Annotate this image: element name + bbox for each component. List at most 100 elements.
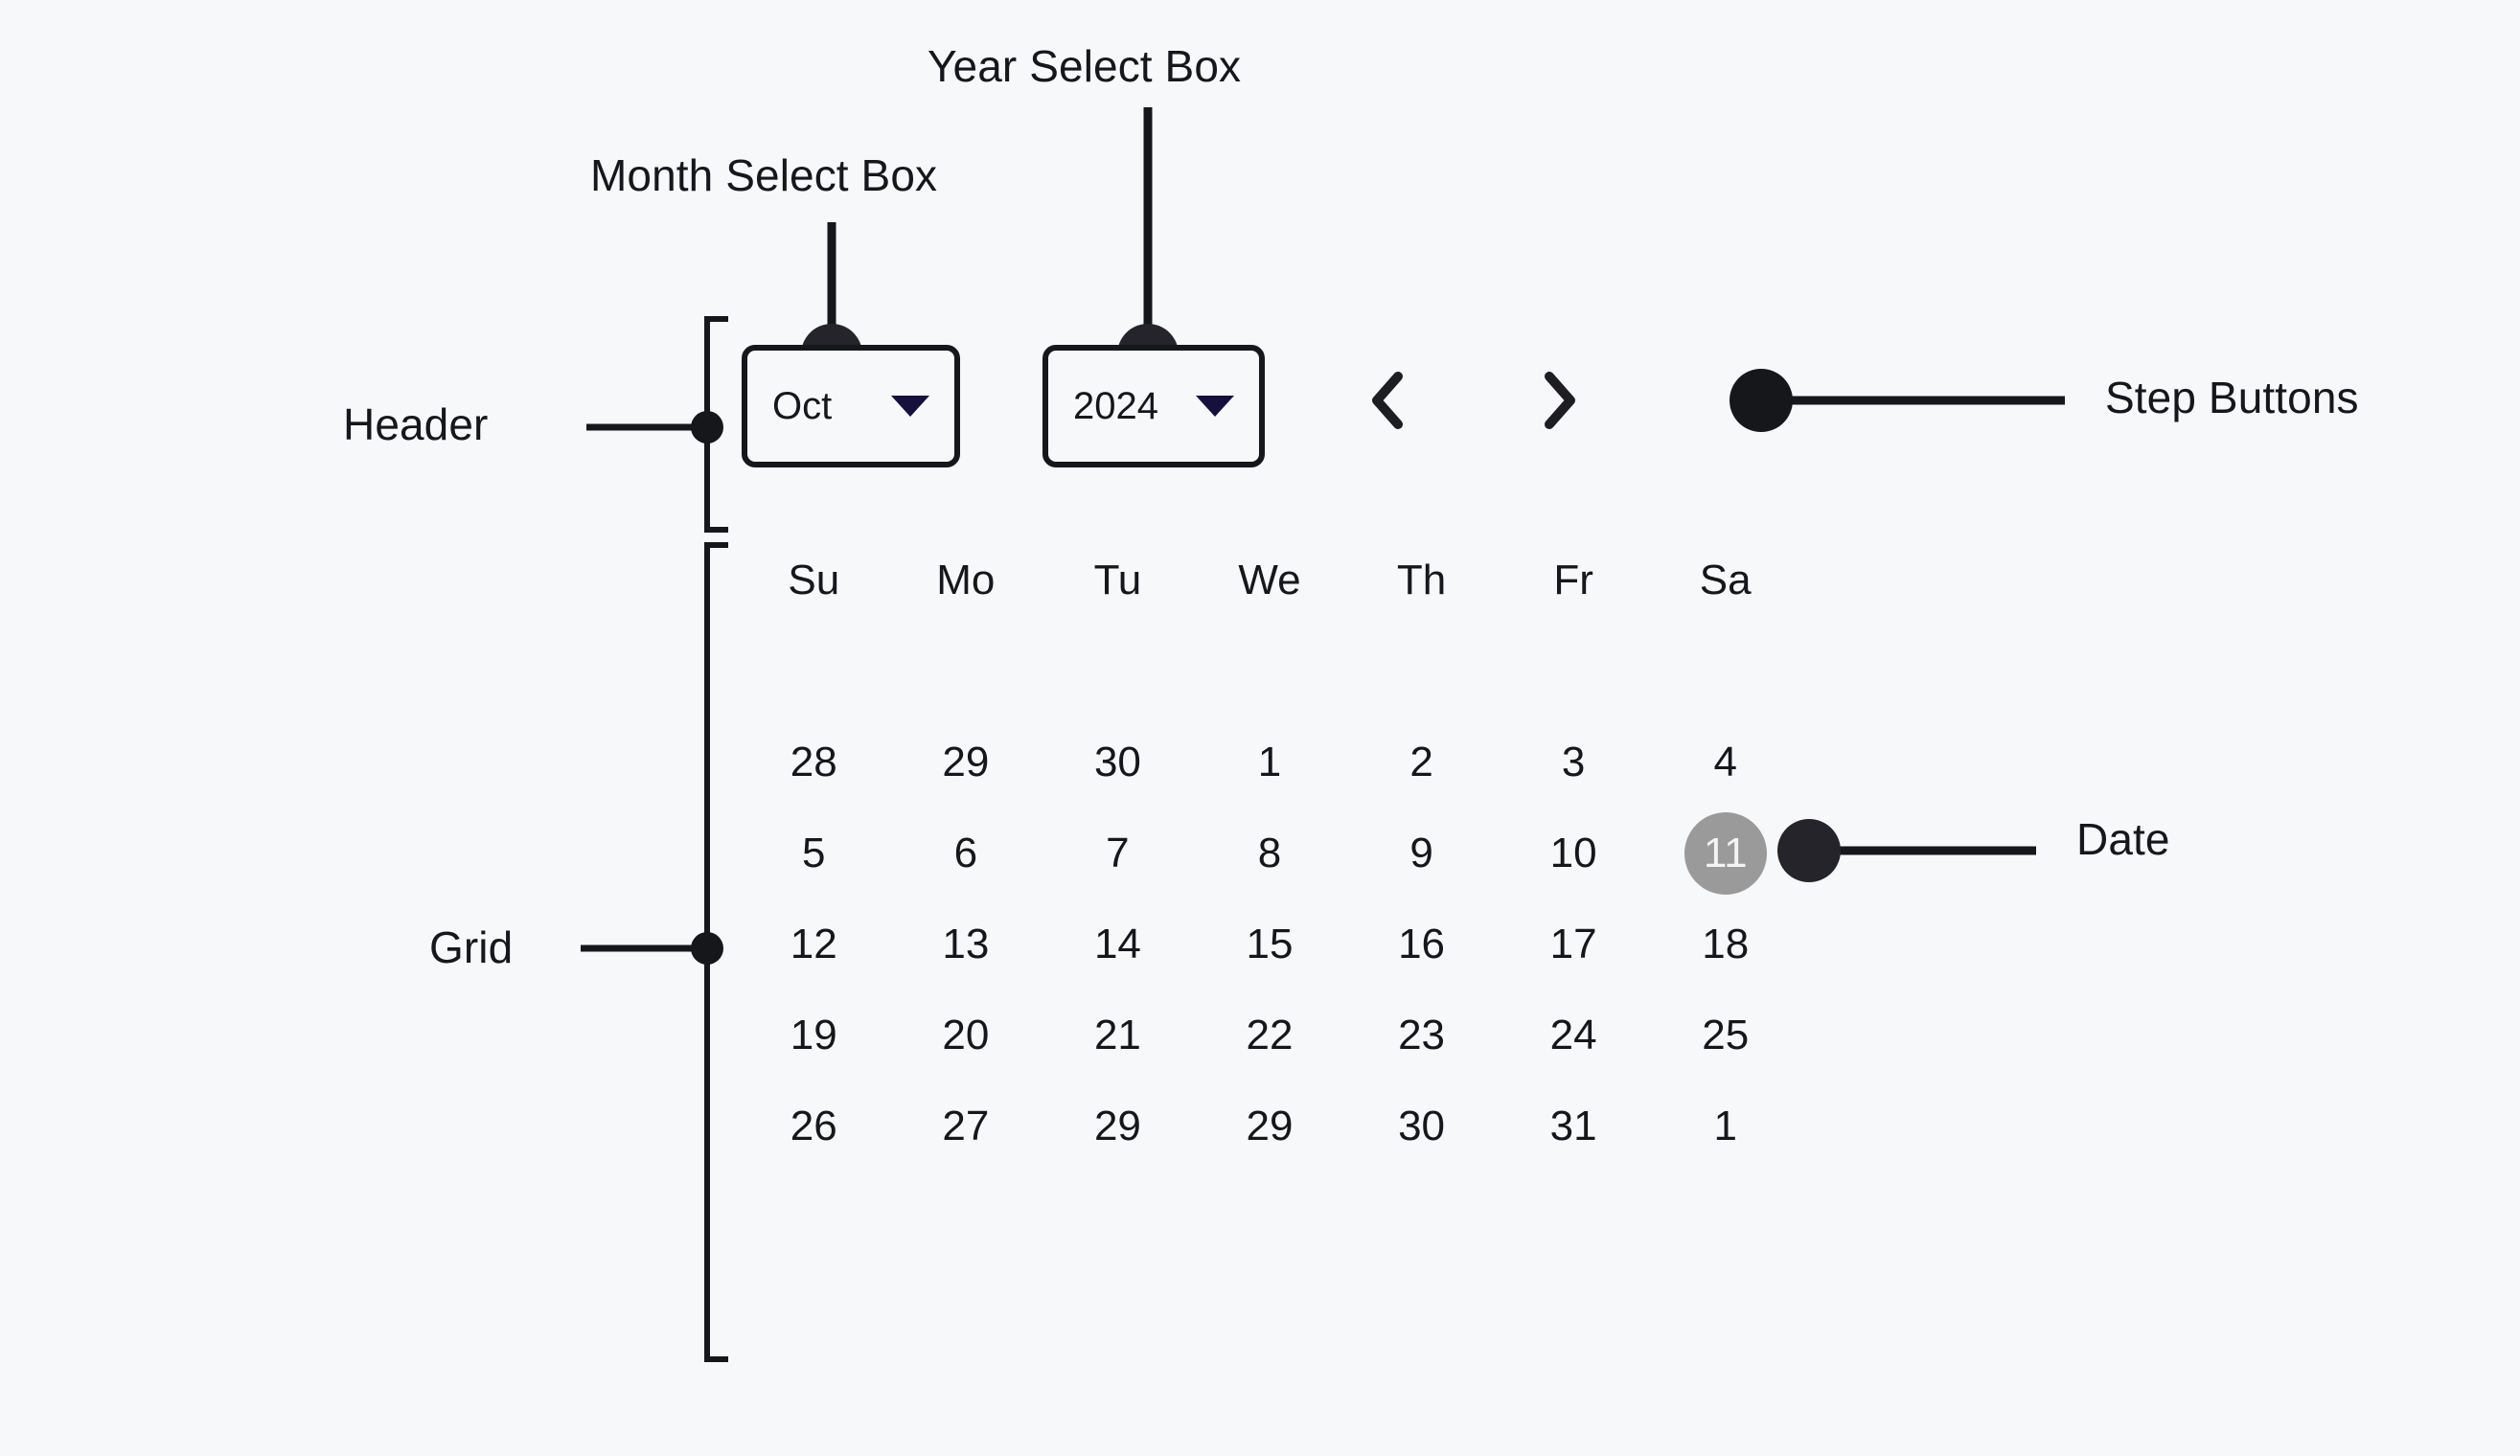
date-label: 16 <box>1398 920 1446 967</box>
previous-month-button[interactable] <box>1341 354 1433 446</box>
weekday-header-row: Su Mo Tu We Th Fr Sa <box>738 535 1801 626</box>
date-cell[interactable]: 15 <box>1194 899 1346 990</box>
date-cell[interactable]: 31 <box>1498 1081 1650 1172</box>
date-cell-selected[interactable]: 11 <box>1649 808 1801 899</box>
date-label: 31 <box>1549 1102 1597 1149</box>
date-label: 7 <box>1106 829 1130 876</box>
grid-bracket <box>704 542 728 1362</box>
header-bracket <box>704 316 728 533</box>
weekday-fr: Fr <box>1553 556 1593 603</box>
date-cell[interactable]: 24 <box>1498 990 1650 1081</box>
date-cell[interactable]: 9 <box>1345 808 1498 899</box>
date-cell[interactable]: 4 <box>1649 717 1801 808</box>
date-label: 9 <box>1409 829 1433 876</box>
date-label: 12 <box>790 920 837 967</box>
date-label: 21 <box>1093 1011 1141 1058</box>
date-cell[interactable]: 30 <box>1345 1081 1498 1172</box>
annotation-label-month-select-box: Month Select Box <box>590 150 938 200</box>
annotation-label-grid: Grid <box>429 922 514 972</box>
date-label: 8 <box>1257 829 1282 876</box>
date-cell[interactable]: 6 <box>890 808 1042 899</box>
date-label: 25 <box>1702 1011 1750 1058</box>
date-label: 18 <box>1702 920 1750 967</box>
date-label: 17 <box>1549 920 1597 967</box>
week-row: 19 20 21 22 23 24 25 <box>738 990 1801 1081</box>
date-cell[interactable]: 13 <box>890 899 1042 990</box>
header-leader <box>586 411 723 444</box>
annotation-label-year-select-box: Year Select Box <box>928 41 1242 91</box>
date-cell[interactable]: 28 <box>738 717 890 808</box>
date-cell[interactable]: 7 <box>1042 808 1194 899</box>
date-label: 29 <box>1093 1102 1141 1149</box>
date-cell[interactable]: 29 <box>890 717 1042 808</box>
date-label: 4 <box>1713 738 1737 785</box>
annotation-label-date: Date <box>2076 814 2170 864</box>
date-label: 26 <box>790 1102 837 1149</box>
annotation-label-header: Header <box>343 399 489 449</box>
selected-date-label: 11 <box>1684 811 1767 895</box>
date-cell[interactable]: 16 <box>1345 899 1498 990</box>
calendar-grid: Su Mo Tu We Th Fr Sa 28 29 30 1 2 3 4 5 … <box>738 535 1801 1172</box>
calendar-header: Oct 2024 <box>738 326 1801 527</box>
date-cell[interactable]: 14 <box>1042 899 1194 990</box>
weekday-we: We <box>1238 556 1301 603</box>
chevron-down-icon <box>891 396 929 417</box>
weekday-su: Su <box>788 556 840 603</box>
date-cell[interactable]: 17 <box>1498 899 1650 990</box>
next-month-button[interactable] <box>1514 354 1606 446</box>
date-label: 27 <box>942 1102 990 1149</box>
date-cell[interactable]: 1 <box>1194 717 1346 808</box>
date-cell[interactable]: 23 <box>1345 990 1498 1081</box>
chevron-right-icon <box>1544 371 1576 430</box>
date-cell[interactable]: 29 <box>1194 1081 1346 1172</box>
date-cell[interactable]: 20 <box>890 990 1042 1081</box>
date-label: 1 <box>1713 1102 1737 1149</box>
date-cell[interactable]: 2 <box>1345 717 1498 808</box>
date-label: 14 <box>1093 920 1141 967</box>
weekday-sa: Sa <box>1699 556 1752 603</box>
date-cell[interactable]: 30 <box>1042 717 1194 808</box>
date-cell[interactable]: 25 <box>1649 990 1801 1081</box>
date-cell[interactable]: 3 <box>1498 717 1650 808</box>
date-label: 22 <box>1246 1011 1294 1058</box>
date-label: 10 <box>1549 829 1597 876</box>
date-cell[interactable]: 8 <box>1194 808 1346 899</box>
date-label: 24 <box>1549 1011 1597 1058</box>
annotation-label-step-buttons: Step Buttons <box>2105 373 2359 422</box>
weekday-th: Th <box>1396 556 1447 603</box>
date-label: 30 <box>1093 738 1141 785</box>
week-row: 5 6 7 8 9 10 11 <box>738 808 1801 899</box>
date-cell[interactable]: 12 <box>738 899 890 990</box>
date-cell[interactable]: 1 <box>1649 1081 1801 1172</box>
date-label: 13 <box>942 920 990 967</box>
date-cell[interactable]: 26 <box>738 1081 890 1172</box>
date-cell[interactable]: 10 <box>1498 808 1650 899</box>
year-select-value: 2024 <box>1073 385 1158 427</box>
date-cell[interactable]: 19 <box>738 990 890 1081</box>
date-label: 6 <box>953 829 978 876</box>
week-row: 28 29 30 1 2 3 4 <box>738 717 1801 808</box>
chevron-left-icon <box>1371 371 1404 430</box>
date-label: 30 <box>1398 1102 1446 1149</box>
date-label: 19 <box>790 1011 837 1058</box>
date-cell[interactable]: 21 <box>1042 990 1194 1081</box>
date-label: 5 <box>802 829 826 876</box>
year-select-box[interactable]: 2024 <box>1042 345 1265 467</box>
calendar-widget: Oct 2024 <box>738 326 1801 1147</box>
month-select-value: Oct <box>772 385 833 427</box>
date-label: 15 <box>1246 920 1294 967</box>
week-row: 26 27 29 29 30 31 1 <box>738 1081 1801 1172</box>
date-label: 20 <box>942 1011 990 1058</box>
date-cell[interactable]: 29 <box>1042 1081 1194 1172</box>
date-cell[interactable]: 5 <box>738 808 890 899</box>
date-cell[interactable]: 27 <box>890 1081 1042 1172</box>
date-cell[interactable]: 22 <box>1194 990 1346 1081</box>
grid-leader <box>581 932 723 965</box>
date-cell[interactable]: 18 <box>1649 899 1801 990</box>
date-leader <box>1777 819 2036 882</box>
date-label: 1 <box>1257 738 1282 785</box>
month-select-box[interactable]: Oct <box>742 345 960 467</box>
date-label: 23 <box>1398 1011 1446 1058</box>
week-row: 12 13 14 15 16 17 18 <box>738 899 1801 990</box>
